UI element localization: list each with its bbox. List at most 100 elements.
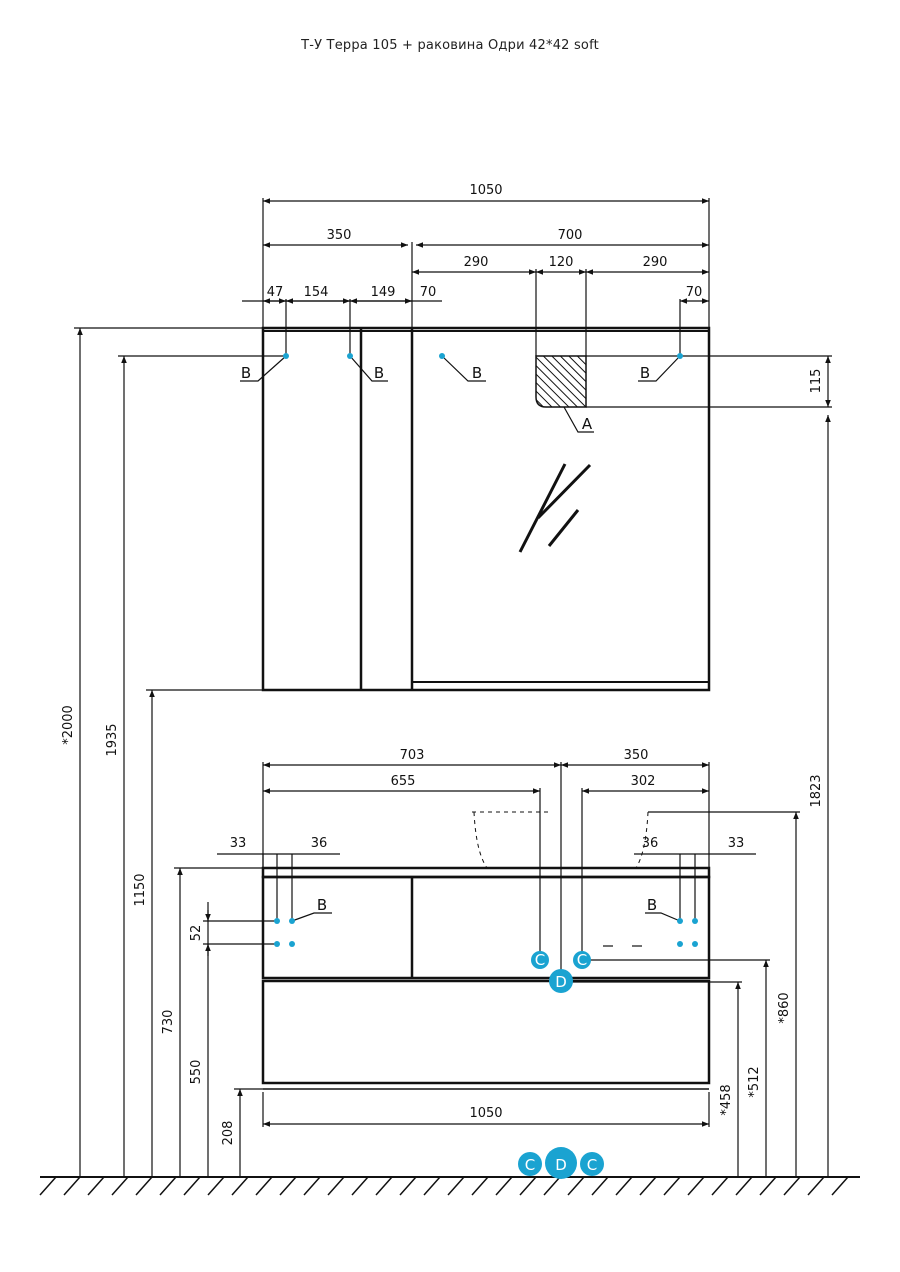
legend-label-c-right: C: [587, 1156, 597, 1174]
leader-b-3: [441, 355, 486, 382]
floor-hatch-line: [591, 1176, 609, 1196]
dim-120: 120: [549, 255, 574, 270]
dim-703: 703: [400, 748, 425, 763]
floor-hatch-line: [351, 1176, 369, 1196]
mirror-glare: [518, 463, 592, 553]
dim-512: *512: [747, 1066, 762, 1097]
dim-70-right: 70: [686, 285, 703, 300]
floor-hatch-line: [711, 1176, 729, 1196]
leader-b-1: [240, 355, 287, 382]
floor-hatch-line: [831, 1176, 849, 1196]
mount-point: [439, 353, 445, 359]
label-b: B: [317, 896, 327, 914]
floor-hatching: [39, 1176, 849, 1196]
label-c: C: [535, 951, 545, 969]
dimension-text: 1050 350 700 290 120 290 47 154 149 70 7…: [230, 183, 745, 1121]
mount-point: [677, 353, 683, 359]
floor-hatch-line: [615, 1176, 633, 1196]
dim-36-right: 36: [642, 836, 659, 851]
floor-hatch-line: [543, 1176, 561, 1196]
mount-point: [289, 941, 295, 947]
drain-marker: [549, 969, 573, 993]
floor-hatch-line: [207, 1176, 225, 1196]
lamp-hatched: [535, 355, 587, 408]
mirror-cabinet: [261, 326, 711, 692]
dim-1823: 1823: [809, 774, 824, 807]
floor-hatch-line: [783, 1176, 801, 1196]
leader-b-4: [638, 355, 681, 382]
legend-marker-d: [545, 1147, 577, 1179]
floor-hatch-line: [759, 1176, 777, 1196]
label-b: B: [647, 896, 657, 914]
upper-section: [261, 875, 711, 980]
dim-52: 52: [189, 925, 204, 942]
label-a: A: [582, 415, 593, 433]
floor-hatch-line: [399, 1176, 417, 1196]
page-title: Т-У Терра 105 + раковина Одри 42*42 soft: [301, 38, 599, 53]
dim-302: 302: [631, 774, 656, 789]
floor-hatch-line: [135, 1176, 153, 1196]
dim-655: 655: [391, 774, 416, 789]
mount-point: [283, 353, 289, 359]
mount-point: [274, 918, 280, 924]
label-d: D: [555, 973, 567, 991]
dim-33-left: 33: [230, 836, 247, 851]
mount-point: [347, 353, 353, 359]
sink-outline-dashed: [472, 811, 649, 869]
dim-550: 550: [189, 1060, 204, 1085]
floor-hatch-line: [663, 1176, 681, 1196]
dim-154: 154: [304, 285, 329, 300]
mount-point: [274, 941, 280, 947]
legend-marker-c-left: [518, 1152, 542, 1176]
vertical-dimension-text: *2000 1935 1150 1823 115 52 730 550 208 …: [61, 369, 824, 1146]
dim-2000: *2000: [61, 705, 76, 745]
label-c: C: [577, 951, 587, 969]
dim-350-base: 350: [624, 748, 649, 763]
connection-points: [274, 353, 698, 1179]
mount-point: [677, 918, 683, 924]
floor-hatch-line: [159, 1176, 177, 1196]
label-b: B: [472, 364, 482, 382]
dim-730: 730: [161, 1010, 176, 1035]
floor-hatch-line: [183, 1176, 201, 1196]
dim-1050-top: 1050: [469, 183, 502, 198]
dim-700-top: 700: [558, 228, 583, 243]
mount-point: [289, 918, 295, 924]
floor-hatch-line: [423, 1176, 441, 1196]
floor-hatch-line: [63, 1176, 81, 1196]
floor-hatch-line: [327, 1176, 345, 1196]
legend-marker-c-right: [580, 1152, 604, 1176]
label-b: B: [374, 364, 384, 382]
dim-290-right: 290: [643, 255, 668, 270]
dim-1050-base: 1050: [469, 1106, 502, 1121]
floor-hatch-line: [303, 1176, 321, 1196]
floor-hatch-line: [519, 1176, 537, 1196]
dim-47: 47: [267, 285, 284, 300]
dim-36-left: 36: [311, 836, 328, 851]
floor-hatch-line: [279, 1176, 297, 1196]
floor-hatch-line: [495, 1176, 513, 1196]
leader-b-base-right: [645, 912, 681, 922]
dim-70-left: 70: [420, 285, 437, 300]
dim-208: 208: [221, 1121, 236, 1146]
countertop: [261, 866, 711, 879]
floor-hatch-line: [231, 1176, 249, 1196]
dimension-lines: [74, 198, 832, 1177]
floor-hatch-line: [567, 1176, 585, 1196]
floor-hatch-line: [639, 1176, 657, 1196]
dim-33-right: 33: [728, 836, 745, 851]
leader-b-2: [349, 355, 388, 382]
floor-hatch-line: [447, 1176, 465, 1196]
dim-149: 149: [371, 285, 396, 300]
floor: [39, 1176, 860, 1196]
floor-hatch-line: [111, 1176, 129, 1196]
mount-point: [692, 918, 698, 924]
drawer: [261, 979, 711, 1085]
dim-350-top: 350: [327, 228, 352, 243]
hot-water-marker: [573, 951, 591, 969]
legend-label-d: D: [555, 1156, 567, 1174]
dim-860: *860: [777, 992, 792, 1023]
letter-labels: B B B B A B B C C D C D C: [241, 364, 657, 1174]
leader-a: [563, 406, 594, 433]
